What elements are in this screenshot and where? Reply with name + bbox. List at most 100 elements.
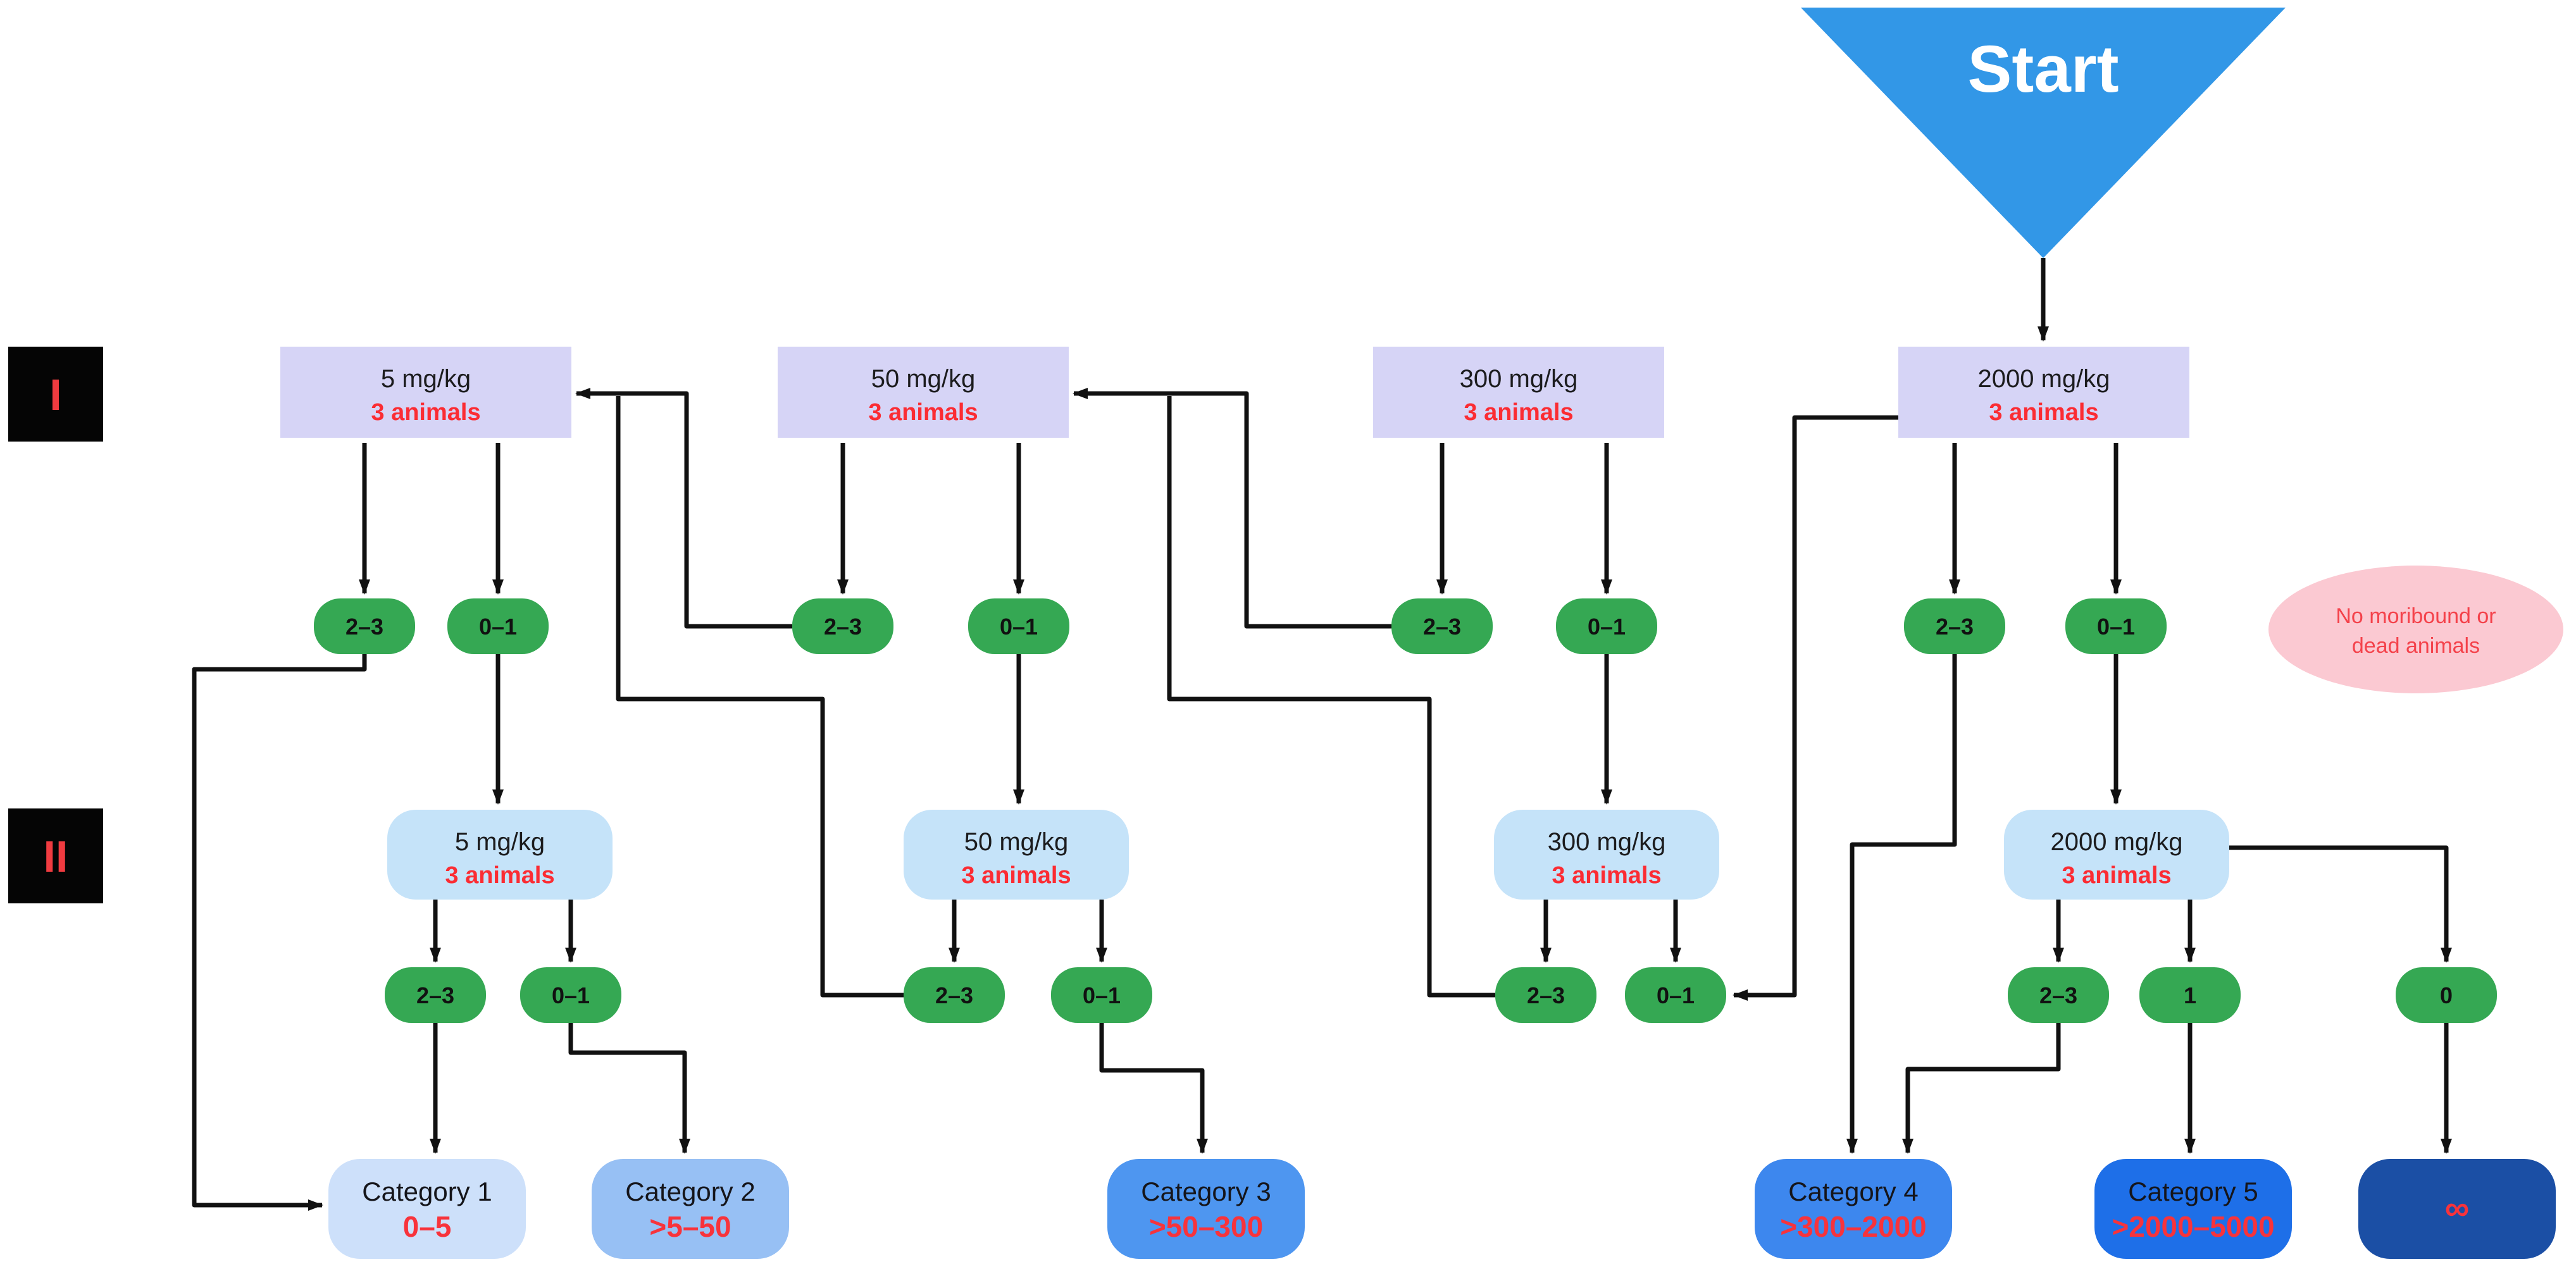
category-2-node: Category 2 >5–50 [592,1159,789,1259]
pill-step1-50-01-label: 0–1 [1000,614,1038,640]
dose-step2-300-label: 300 mg/kg [1548,828,1666,856]
phase-2-text: II [44,832,68,881]
dose-box-step2-50: 50 mg/kg 3 animals [904,810,1129,900]
pill-step2-5-23 [385,967,486,1023]
dose-step1-300-animals: 3 animals [1464,399,1573,426]
dose-step2-5-label: 5 mg/kg [455,828,545,856]
category-1-node: Category 1 0–5 [328,1159,526,1259]
dose-box-step1-300: 300 mg/kg 3 animals [1373,347,1664,438]
pill-step2-300-23 [1495,967,1596,1023]
dose-step2-50-animals: 3 animals [961,862,1071,889]
pill-step1-2000-01 [2065,598,2167,654]
dose-box-step1-2000-rect [1898,347,2189,438]
edge-2000step2-23-to-cat4 [1902,1023,2061,1154]
dose-box-step1-50-rect [778,347,1069,438]
dose-box-step1-5-rect [280,347,571,438]
dose-step1-5-label: 5 mg/kg [381,365,471,393]
dose-box-step2-2000-rect [2004,810,2229,900]
dose-box-step1-50: 50 mg/kg 3 animals [778,347,1069,438]
dose-step1-2000-animals: 3 animals [1989,399,2098,426]
edge-2000box2-to-pill-0 [2229,845,2452,963]
phase-1-text: I [49,370,61,419]
pill-step1-5-01-label: 0–1 [479,614,517,640]
dose-box-step2-5: 5 mg/kg 3 animals [387,810,613,900]
dose-step2-300-animals: 3 animals [1552,862,1661,889]
category-5-name: Category 5 [2128,1177,2258,1206]
pill-step1-2000-23 [1904,598,2005,654]
category-1-range: 0–5 [403,1210,452,1243]
category-5-node: Category 5 >2000–5000 [2094,1159,2292,1259]
pill-step1-50-23-label: 2–3 [824,614,862,640]
start-triangle [1801,8,2286,258]
pill-step1-5-23 [314,598,415,654]
pill-step2-2000-1-label: 1 [2184,982,2196,1008]
dose-box-step2-2000: 2000 mg/kg 3 animals [2004,810,2229,900]
pill-step1-5-23-label: 2–3 [345,614,383,640]
category-1-box [328,1159,526,1259]
category-4-range: >300–2000 [1780,1210,1927,1243]
category-3-range: >50–300 [1149,1210,1263,1243]
phase-1-label: I [8,347,103,442]
pill-step2-300-01-label: 0–1 [1657,982,1695,1008]
dose-box-step1-5: 5 mg/kg 3 animals [280,347,571,438]
dose-step1-5-animals: 3 animals [371,399,480,426]
dose-box-step2-300-rect [1494,810,1719,900]
edge-50step1-23-to-5box1 [575,388,792,629]
edge-2000box1-to-300step2-01 [1733,415,1898,1001]
edge-300step2-23-merge [1167,396,1495,998]
pill-step2-50-23-label: 2–3 [935,982,973,1008]
pill-step1-50-01 [968,598,1069,654]
start-node: Start [1801,8,2286,258]
dose-box-step2-5-rect [387,810,613,900]
category-3-node: Category 3 >50–300 [1107,1159,1305,1259]
note-line1: No moribound or [2336,604,2496,628]
category-2-range: >5–50 [649,1210,731,1243]
dose-step1-300-label: 300 mg/kg [1460,365,1578,393]
pill-step1-2000-01-label: 0–1 [2097,614,2135,640]
pill-step2-2000-23-label: 2–3 [2039,982,2077,1008]
pill-step2-300-23-label: 2–3 [1527,982,1565,1008]
pill-step2-2000-0-label: 0 [2440,982,2453,1008]
category-4-node: Category 4 >300–2000 [1755,1159,1952,1259]
category-infinity-symbol: ∞ [2445,1189,2470,1227]
edge-5step1-23-to-cat1 [192,654,367,1211]
edge-2000step1-23-to-cat4 [1846,654,1957,1154]
phase-1-box [8,347,103,442]
pill-step2-5-23-label: 2–3 [416,982,454,1008]
dose-box-step2-50-rect [904,810,1129,900]
category-infinity-box [2358,1159,2556,1259]
start-label: Start [1967,32,2119,106]
category-4-name: Category 4 [1788,1177,1918,1206]
outcome-pills-step2: 2–3 0–1 2–3 0–1 2–3 0–1 2–3 1 0 [385,967,2497,1023]
pill-step2-5-01-label: 0–1 [552,982,590,1008]
pill-step2-300-01 [1625,967,1726,1023]
category-3-name: Category 3 [1141,1177,1271,1206]
category-2-name: Category 2 [625,1177,755,1206]
category-3-box [1107,1159,1305,1259]
pill-step1-50-23 [792,598,893,654]
note-ellipse: No moribound or dead animals [2268,566,2563,693]
phase-2-box [8,808,103,903]
pill-step2-50-23 [904,967,1005,1023]
phase-2-label: II [8,808,103,903]
category-5-box [2094,1159,2292,1259]
dose-step1-50-animals: 3 animals [868,399,978,426]
dose-box-step1-2000: 2000 mg/kg 3 animals [1898,347,2189,438]
dose-box-step2-300: 300 mg/kg 3 animals [1494,810,1719,900]
pill-step2-2000-0 [2396,967,2497,1023]
pill-step2-2000-1 [2139,967,2241,1023]
edges [192,258,2452,1211]
pill-step1-300-01-label: 0–1 [1588,614,1626,640]
pill-step1-300-01 [1556,598,1657,654]
dose-box-step1-300-rect [1373,347,1664,438]
category-4-box [1755,1159,1952,1259]
dose-step2-5-animals: 3 animals [445,862,554,889]
pill-step1-300-23-label: 2–3 [1423,614,1461,640]
pill-step2-2000-23 [2008,967,2109,1023]
pill-step2-50-01 [1051,967,1152,1023]
dose-step2-2000-animals: 3 animals [2062,862,2171,889]
dose-step2-50-label: 50 mg/kg [964,828,1069,856]
dose-step2-2000-label: 2000 mg/kg [2050,828,2182,856]
